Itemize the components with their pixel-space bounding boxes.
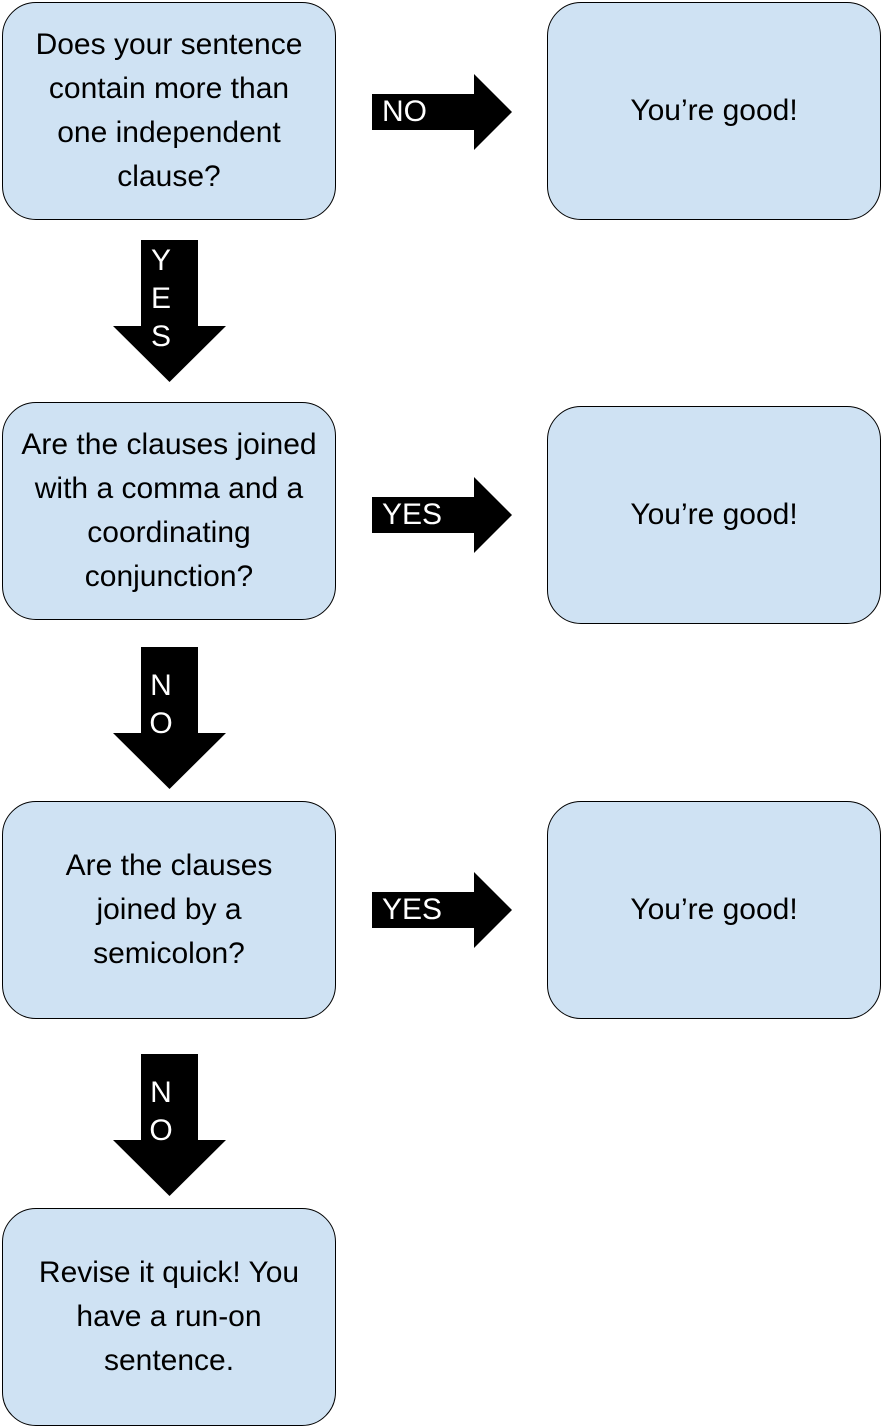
down-arrow-3 bbox=[113, 1054, 226, 1196]
outcome-text-3: You’re good! bbox=[630, 893, 798, 926]
right-arrow-shape-2 bbox=[372, 477, 512, 553]
right-arrow-label-3: YES bbox=[382, 893, 443, 926]
down-arrow-shape-2 bbox=[113, 647, 226, 789]
outcome-box-1: You’re good! bbox=[547, 2, 881, 220]
right-arrow-label-1: NO bbox=[382, 95, 427, 128]
down-arrow-letter-1c: S bbox=[150, 320, 171, 353]
question-box-2: Are the clauses joined with a comma and … bbox=[2, 402, 336, 620]
outcome-text-2: You’re good! bbox=[630, 498, 798, 531]
final-box: Revise it quick! You have a run-on sente… bbox=[2, 1208, 336, 1426]
outcome-box-2: You’re good! bbox=[547, 406, 881, 624]
question-box-1: Does your sentence contain more than one… bbox=[2, 2, 336, 220]
down-arrow-letter-2b: O bbox=[149, 707, 173, 740]
down-arrow-letter-1b: E bbox=[150, 282, 171, 315]
down-arrow-letter-3b: O bbox=[149, 1114, 173, 1147]
final-text: Revise it quick! You have a run-on sente… bbox=[38, 1256, 300, 1377]
down-arrow-letter-2a: N bbox=[150, 669, 172, 702]
down-arrow-label-3: N O bbox=[133, 1074, 189, 1150]
question-text-3: Are the clauses joined by a semicolon? bbox=[65, 849, 273, 970]
right-arrow-1 bbox=[372, 74, 512, 150]
down-arrow-1 bbox=[113, 240, 226, 382]
right-arrow-label-2: YES bbox=[382, 498, 443, 531]
question-box-3: Are the clauses joined by a semicolon? bbox=[2, 801, 336, 1019]
outcome-text-1: You’re good! bbox=[630, 94, 798, 127]
down-arrow-shape-1 bbox=[113, 240, 226, 382]
down-arrow-2 bbox=[113, 647, 226, 789]
right-arrow-2 bbox=[372, 477, 512, 553]
question-text-2: Are the clauses joined with a comma and … bbox=[21, 428, 317, 593]
down-arrow-letter-3a: N bbox=[150, 1076, 172, 1109]
question-text-1: Does your sentence contain more than one… bbox=[35, 28, 303, 193]
down-arrow-label-2: N O bbox=[133, 667, 189, 743]
outcome-box-3: You’re good! bbox=[547, 801, 881, 1019]
right-arrow-shape-3 bbox=[372, 872, 512, 948]
right-arrow-3 bbox=[372, 872, 512, 948]
down-arrow-shape-3 bbox=[113, 1054, 226, 1196]
down-arrow-letter-1a: Y bbox=[150, 244, 171, 277]
down-arrow-label-1: Y E S bbox=[133, 242, 189, 356]
right-arrow-shape-1 bbox=[372, 74, 512, 150]
